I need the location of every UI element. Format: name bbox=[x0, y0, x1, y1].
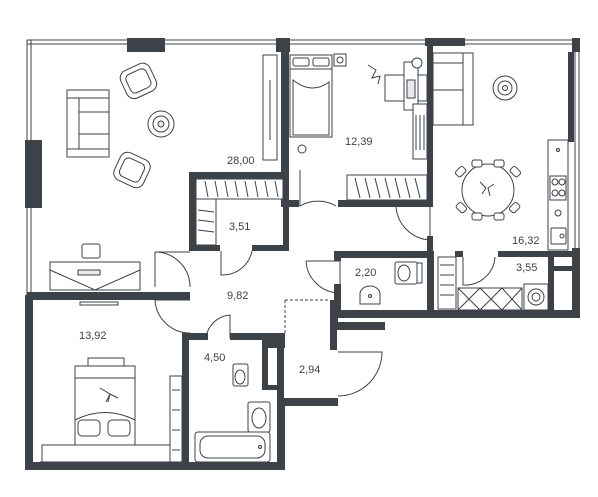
small-bath-fixtures bbox=[359, 261, 423, 305]
area-label-bath-small: 2,20 bbox=[355, 267, 376, 279]
kitchen-furniture bbox=[432, 52, 569, 251]
area-label-utility: 3,55 bbox=[516, 262, 537, 274]
doors bbox=[154, 170, 496, 397]
area-label-living: 28,00 bbox=[227, 155, 255, 167]
area-label-hall: 9,82 bbox=[227, 290, 248, 302]
area-label-kitchen: 16,32 bbox=[512, 235, 540, 247]
area-label-closet: 3,51 bbox=[229, 221, 250, 233]
area-label-bedroom-top: 12,39 bbox=[345, 136, 373, 148]
area-labels: 28,00 12,39 3,51 16,32 2,20 3,55 9,82 13… bbox=[79, 136, 540, 376]
living-furniture bbox=[49, 54, 278, 306]
bedroom-top-furniture bbox=[289, 53, 428, 201]
closet-shelves bbox=[195, 178, 284, 246]
bathroom-fixtures bbox=[194, 363, 271, 463]
interior-walls bbox=[27, 44, 576, 470]
utility-fixtures bbox=[437, 256, 549, 311]
area-label-bathroom: 4,50 bbox=[204, 352, 225, 364]
bedroom-bottom-furniture bbox=[41, 357, 183, 463]
area-label-storage: 2,94 bbox=[299, 364, 320, 376]
area-label-bedroom-bottom: 13,92 bbox=[79, 330, 107, 342]
